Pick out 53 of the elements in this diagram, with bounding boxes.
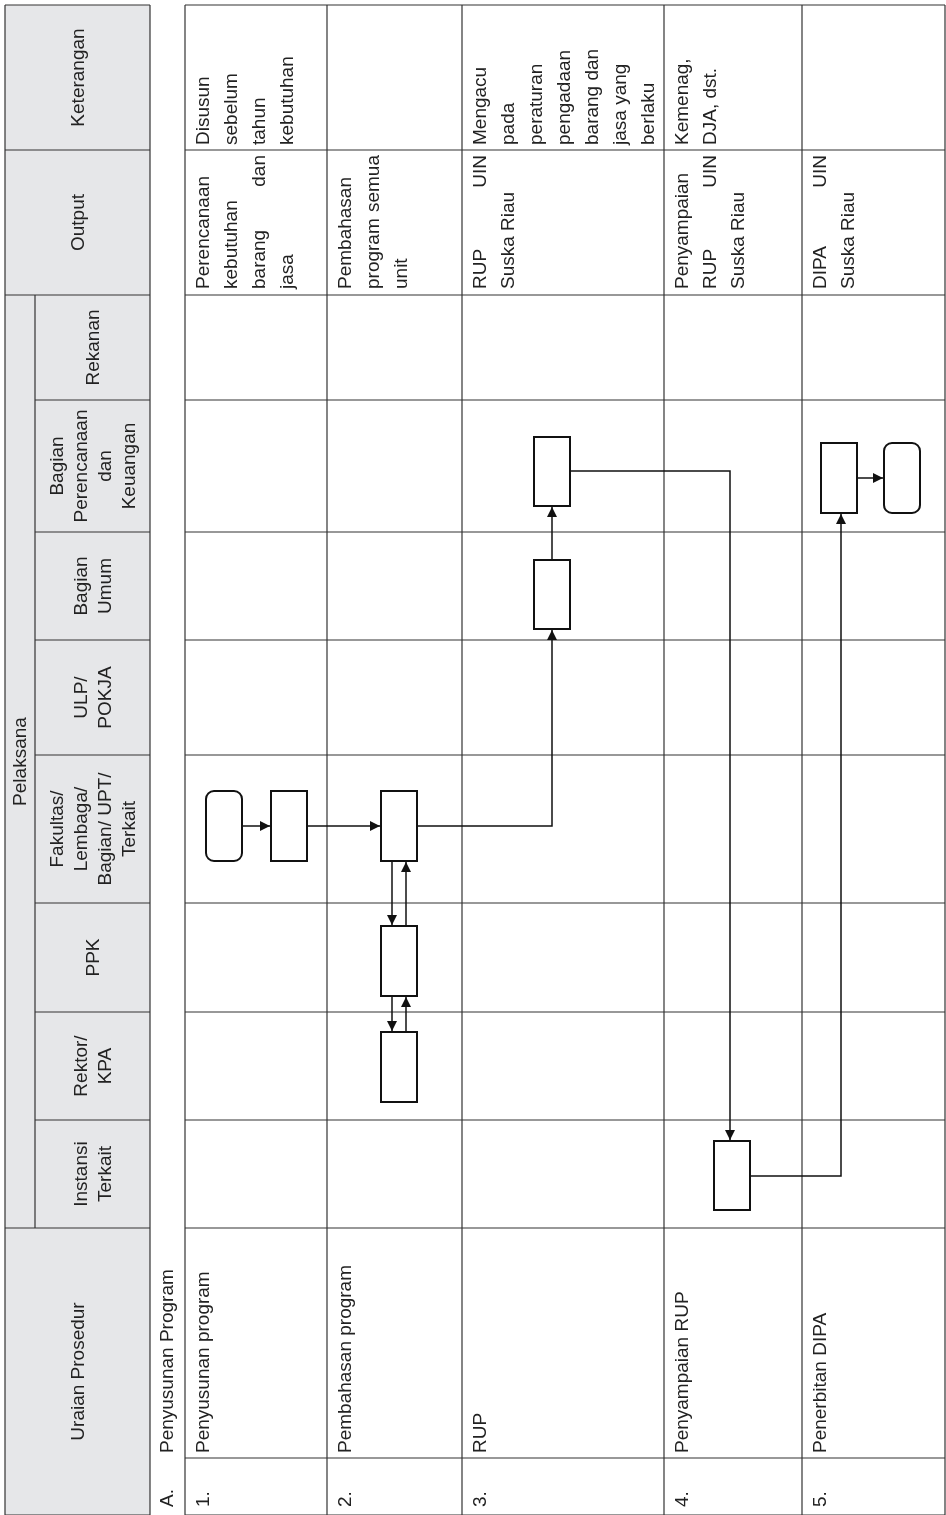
output-text: DIPA UIN Suska Riau bbox=[808, 155, 859, 289]
row-number: 4. bbox=[670, 1490, 693, 1507]
arrow bbox=[387, 861, 397, 926]
row-number: 5. bbox=[808, 1490, 831, 1507]
arrow bbox=[750, 513, 846, 1177]
output-text: Perencanaan kebutuhan barang dan jasa bbox=[191, 155, 298, 289]
process-box bbox=[270, 790, 308, 862]
row-number: 1. bbox=[191, 1490, 214, 1507]
process-box bbox=[380, 1031, 418, 1103]
column-header: PPK bbox=[35, 903, 150, 1012]
column-header: Pelaksana bbox=[5, 295, 35, 1228]
output-text: Pembahasan program semua unit bbox=[333, 155, 412, 289]
arrow bbox=[547, 506, 557, 560]
note-text: Disusun sebelum tahun kebutuhan bbox=[191, 55, 298, 145]
arrow bbox=[570, 470, 735, 1141]
column-header: Bagian Perencanaan dan Keuangan bbox=[35, 400, 150, 532]
note-text: Kemenag, DJA, dst. bbox=[670, 57, 721, 145]
column-header: Fakultas/ Lembaga/ Bagian/ UPT/ Terkait bbox=[35, 755, 150, 903]
procedure-text: RUP bbox=[468, 1411, 491, 1453]
column-header: Instansi Terkait bbox=[35, 1120, 150, 1228]
column-header: Uraian Prosedur bbox=[5, 1228, 150, 1515]
row-number: A. bbox=[155, 1488, 178, 1507]
terminator-box bbox=[205, 790, 243, 862]
process-box bbox=[820, 442, 858, 514]
process-box bbox=[380, 790, 418, 862]
procedure-text: Penyusunan program bbox=[191, 1270, 214, 1453]
row-number: 2. bbox=[333, 1490, 356, 1507]
arrow bbox=[417, 629, 557, 827]
note-text: Mengacu pada peraturan pengadaan barang dan jasa yang berlaku bbox=[468, 47, 659, 145]
output-text: RUP UIN Suska Riau bbox=[468, 155, 519, 289]
arrow bbox=[387, 996, 397, 1032]
column-header: Output bbox=[5, 150, 150, 295]
row-number: 3. bbox=[468, 1490, 491, 1507]
section-heading: Penyusunan Program bbox=[155, 1268, 178, 1453]
arrow bbox=[307, 821, 381, 831]
column-header: Keterangan bbox=[5, 5, 150, 150]
procedure-text: Penerbitan DIPA bbox=[808, 1311, 831, 1453]
column-header: Bagian Umum bbox=[35, 532, 150, 640]
process-box bbox=[533, 436, 571, 507]
process-box bbox=[380, 925, 418, 997]
column-header: Rekanan bbox=[35, 295, 150, 400]
process-box bbox=[533, 559, 571, 630]
output-text: Penyampaian RUP UIN Suska Riau bbox=[670, 155, 749, 289]
arrow bbox=[401, 861, 411, 926]
arrow bbox=[401, 996, 411, 1032]
arrow bbox=[857, 473, 884, 483]
column-header: Rektor/ KPA bbox=[35, 1012, 150, 1120]
procedure-text: Penyampaian RUP bbox=[670, 1290, 693, 1453]
terminator-box bbox=[883, 442, 921, 514]
column-header: ULP/ POKJA bbox=[35, 640, 150, 755]
process-box bbox=[713, 1140, 751, 1211]
procedure-text: Pembahasan program bbox=[333, 1264, 356, 1453]
arrow bbox=[242, 821, 271, 831]
